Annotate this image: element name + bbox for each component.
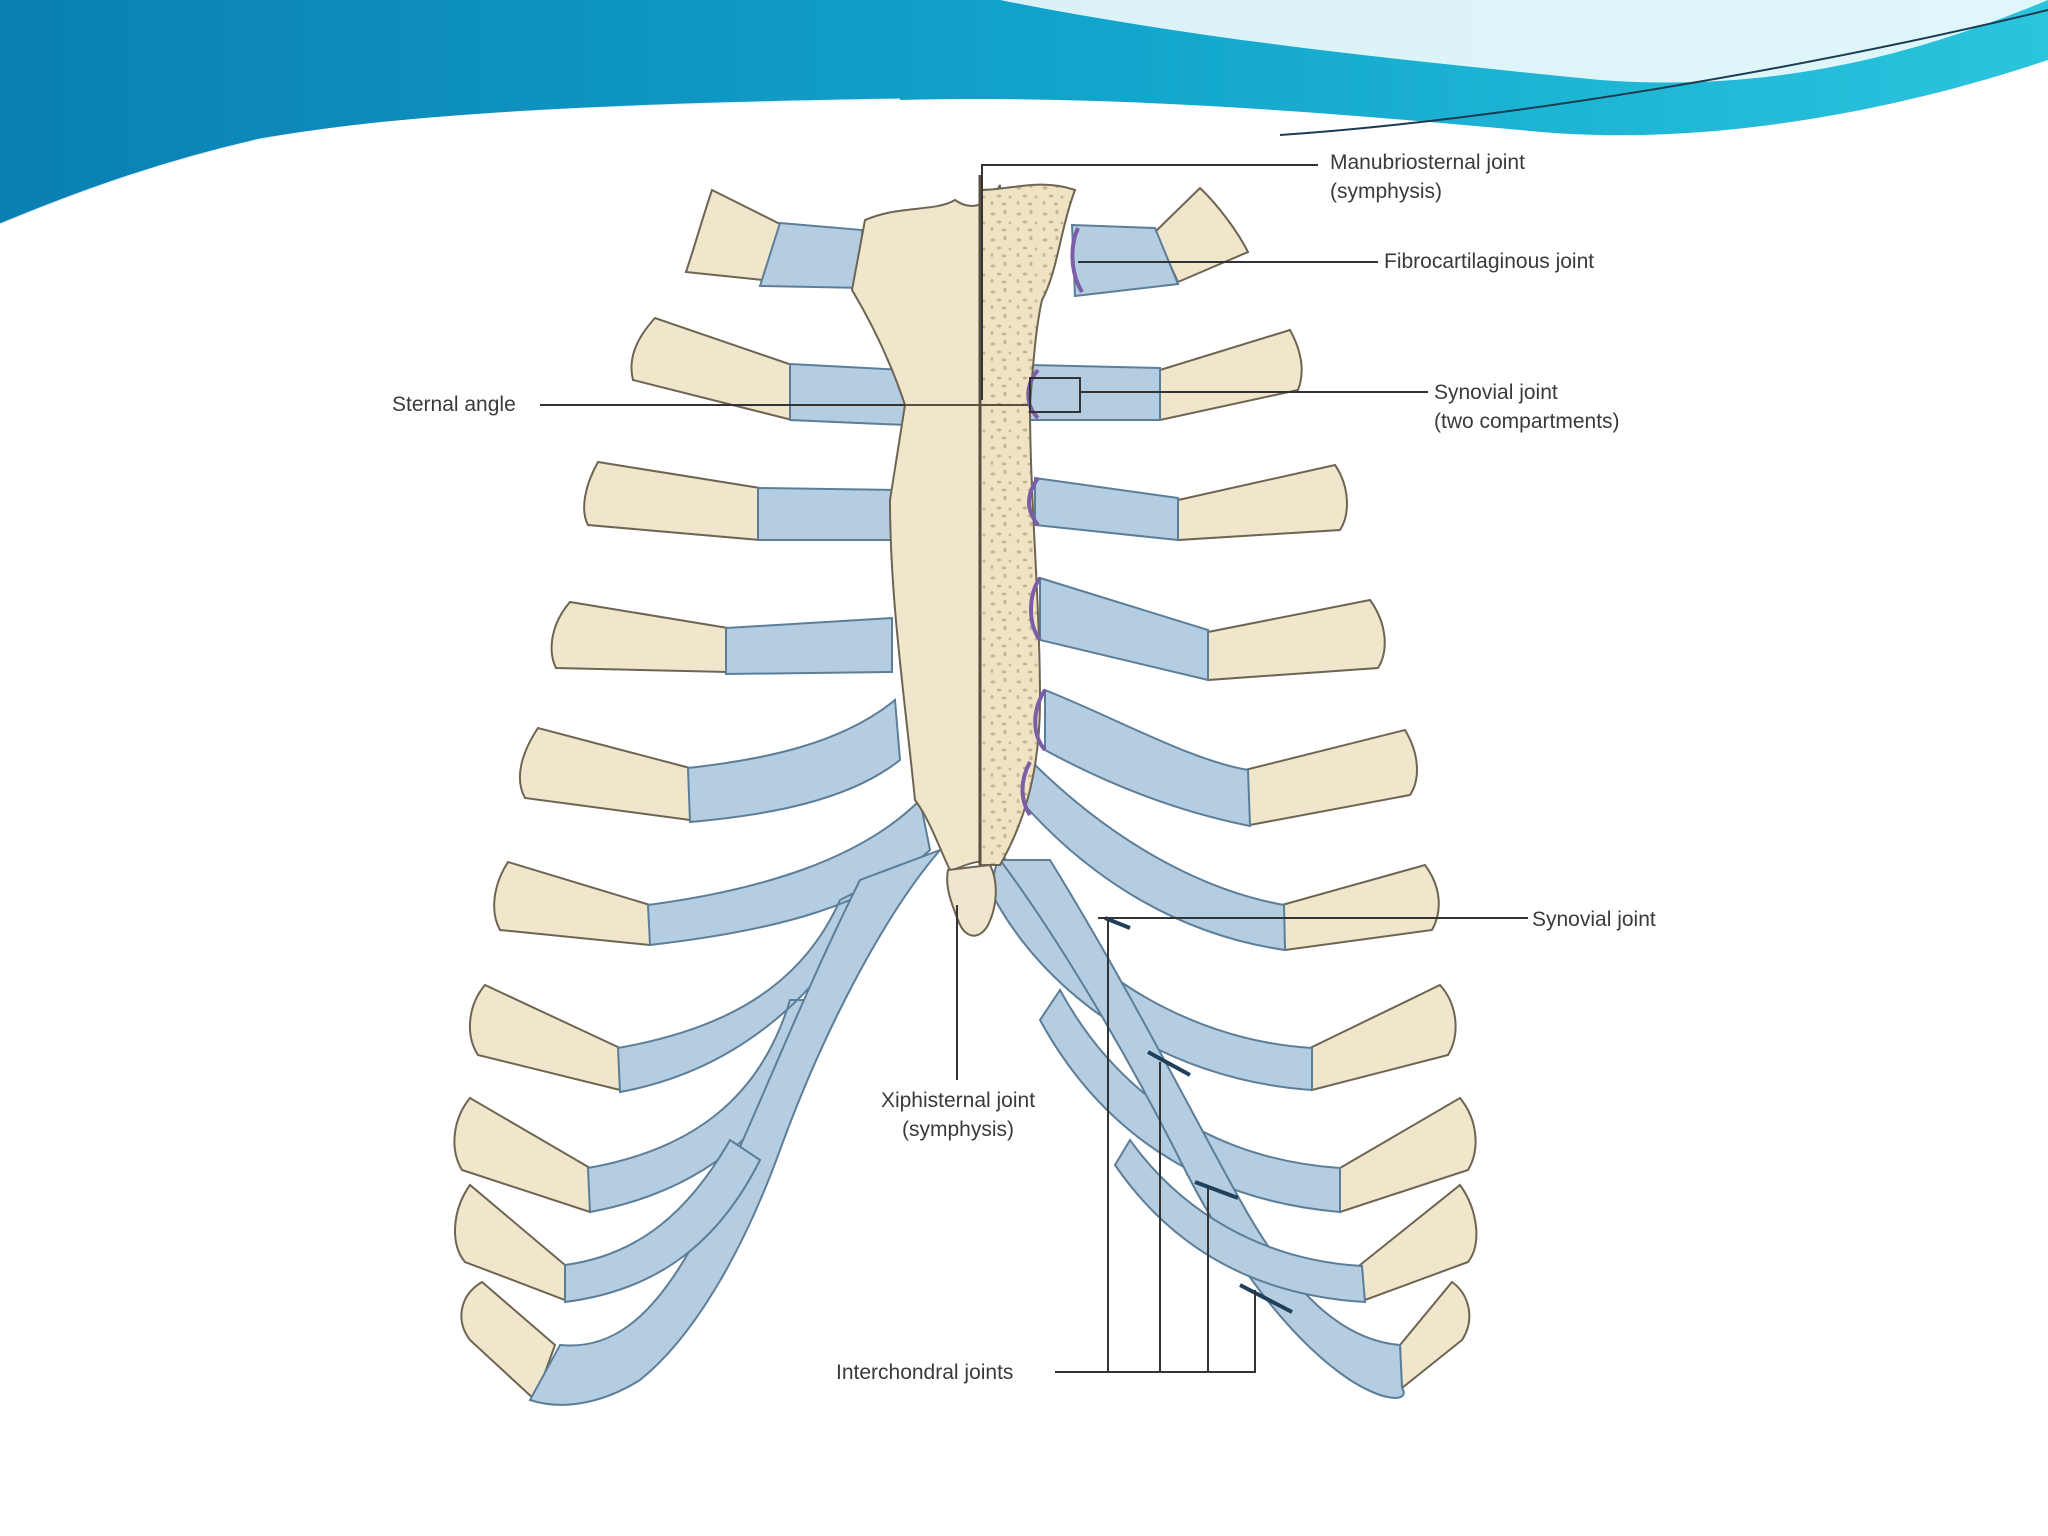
label-synovial-joint-two-compartments: Synovial joint (two compartments) <box>1434 378 1620 436</box>
label-xiphisternal-joint: Xiphisternal joint (symphysis) <box>858 1086 1058 1144</box>
label-fibrocartilaginous-joint: Fibrocartilaginous joint <box>1384 247 1594 276</box>
left-cartilage-2 <box>790 364 905 425</box>
label-sternal-angle: Sternal angle <box>392 390 516 419</box>
label-synovial-joint: Synovial joint <box>1532 905 1656 934</box>
left-cartilage-4 <box>726 618 892 674</box>
label-interchondral-joints: Interchondral joints <box>836 1358 1013 1387</box>
left-cartilage-3 <box>758 488 900 540</box>
label-manubriosternal-joint: Manubriosternal joint (symphysis) <box>1330 148 1525 206</box>
